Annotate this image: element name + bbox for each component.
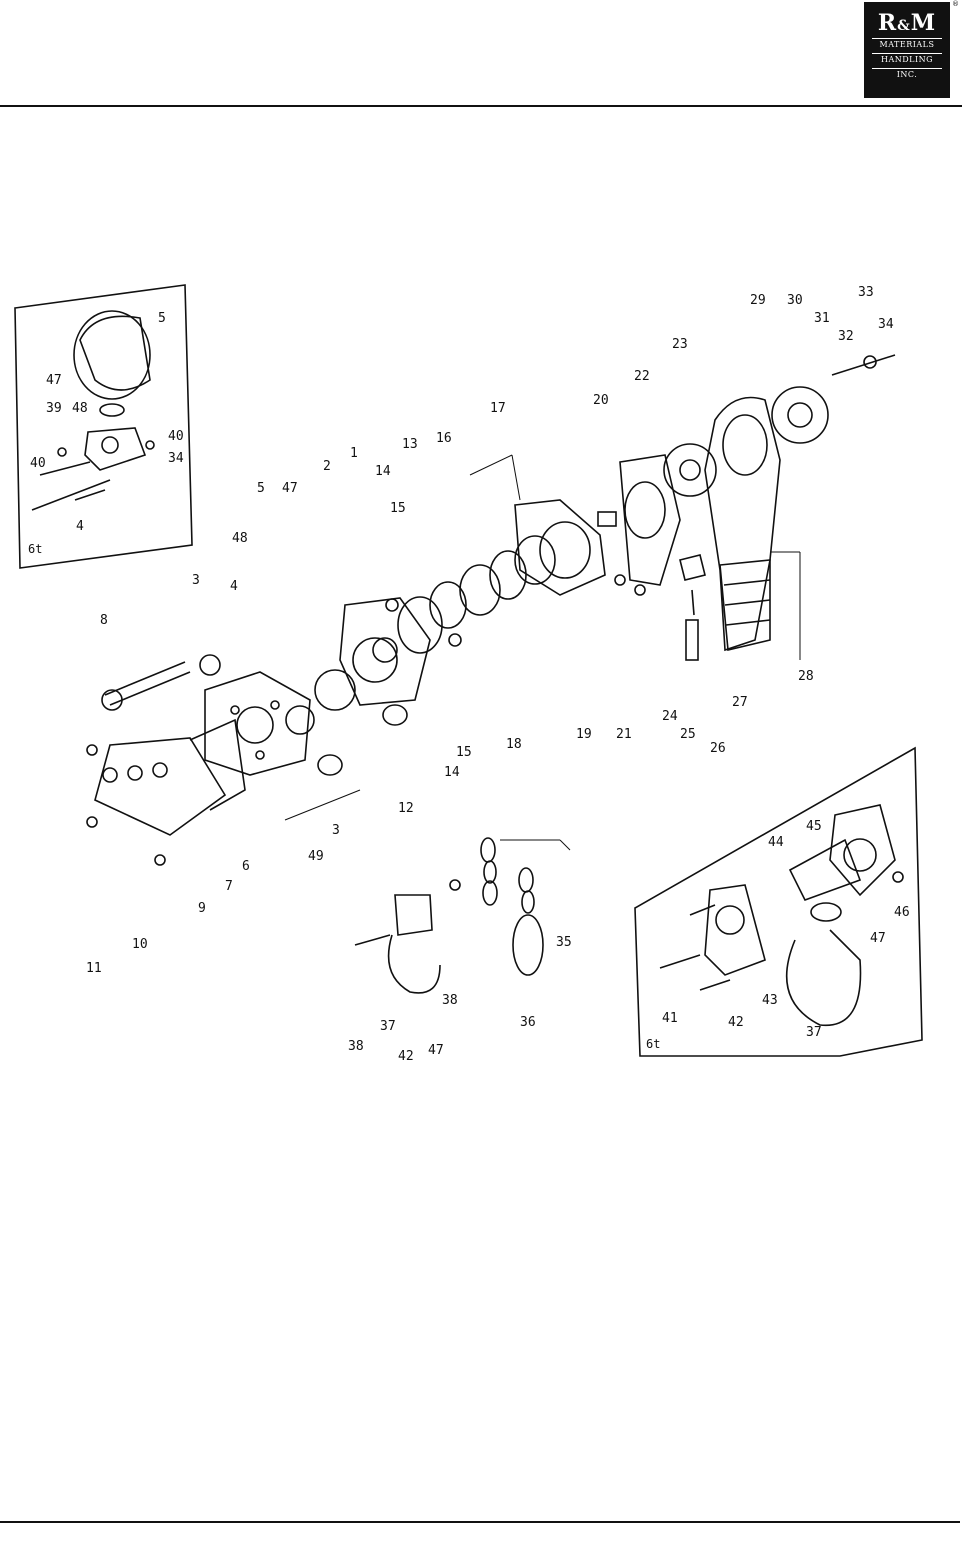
label-part-41: 41 <box>662 1011 678 1026</box>
label-part-21: 21 <box>616 727 632 742</box>
inset-label-6t: 6t <box>28 542 42 556</box>
bottom-hook-assembly <box>354 879 461 994</box>
label-part-42: 42 <box>728 1015 744 1030</box>
label-part-34: 34 <box>168 451 184 466</box>
label-part-49: 49 <box>308 849 324 864</box>
footer-rule <box>0 1521 960 1523</box>
label-part-3: 3 <box>332 823 340 838</box>
label-part-2: 2 <box>323 459 331 474</box>
label-part-7: 7 <box>225 879 233 894</box>
logo-line-inc: INC. <box>896 70 918 79</box>
label-part-4: 4 <box>76 519 84 534</box>
label-part-13: 13 <box>402 437 418 452</box>
label-part-10: 10 <box>132 937 148 952</box>
part-number-labels: 5 47 39 48 40 40 34 4 6t 5 47 48 3 4 8 2… <box>28 285 910 1064</box>
label-part-3: 3 <box>192 573 200 588</box>
label-part-28: 28 <box>798 669 814 684</box>
label-part-8: 8 <box>100 613 108 628</box>
label-part-44: 44 <box>768 835 784 850</box>
label-part-22: 22 <box>634 369 650 384</box>
label-part-12: 12 <box>398 801 414 816</box>
label-part-47: 47 <box>282 481 298 496</box>
company-logo: R&M MATERIALS HANDLING INC. <box>864 2 950 98</box>
brake-cover <box>514 499 606 596</box>
lever-handle <box>704 354 896 652</box>
header-rule <box>0 105 962 107</box>
label-part-29: 29 <box>750 293 766 308</box>
label-part-34: 34 <box>878 317 894 332</box>
label-part-14: 14 <box>375 464 391 479</box>
label-part-37: 37 <box>806 1025 822 1040</box>
label-part-45: 45 <box>806 819 822 834</box>
label-part-40: 40 <box>168 429 184 444</box>
brake-disc-stack <box>385 535 556 654</box>
label-part-47: 47 <box>46 373 62 388</box>
logo-line-materials: MATERIALS <box>879 40 935 49</box>
label-part-19: 19 <box>576 727 592 742</box>
label-part-47: 47 <box>870 931 886 946</box>
label-part-26: 26 <box>710 741 726 756</box>
label-part-36: 36 <box>520 1015 536 1030</box>
label-part-30: 30 <box>787 293 803 308</box>
label-part-32: 32 <box>838 329 854 344</box>
logo-line-handling: HANDLING <box>880 55 934 64</box>
ratchet-assembly <box>597 443 717 661</box>
label-part-5: 5 <box>158 311 166 326</box>
label-part-6: 6 <box>242 859 250 874</box>
label-part-46: 46 <box>894 905 910 920</box>
label-part-17: 17 <box>490 401 506 416</box>
label-part-15: 15 <box>390 501 406 516</box>
label-part-18: 18 <box>506 737 522 752</box>
label-part-16: 16 <box>436 431 452 446</box>
label-part-14: 14 <box>444 765 460 780</box>
label-part-38: 38 <box>442 993 458 1008</box>
label-part-23: 23 <box>672 337 688 352</box>
load-chain <box>480 837 544 976</box>
label-part-48: 48 <box>232 531 248 546</box>
label-part-24: 24 <box>662 709 678 724</box>
label-part-35: 35 <box>556 935 572 950</box>
label-part-33: 33 <box>858 285 874 300</box>
label-part-25: 25 <box>680 727 696 742</box>
label-part-48: 48 <box>72 401 88 416</box>
label-part-1: 1 <box>350 446 358 461</box>
label-part-31: 31 <box>814 311 830 326</box>
label-part-4: 4 <box>230 579 238 594</box>
label-part-47: 47 <box>428 1043 444 1058</box>
label-part-9: 9 <box>198 901 206 916</box>
inset-frame-top-left <box>14 284 193 569</box>
label-part-40: 40 <box>30 456 46 471</box>
label-part-38: 38 <box>348 1039 364 1054</box>
inset-bottom-hook-assembly <box>659 804 904 1027</box>
inset-frame-bottom-right <box>634 746 923 1057</box>
label-part-5: 5 <box>257 481 265 496</box>
label-part-27: 27 <box>732 695 748 710</box>
inset-label-6t: 6t <box>646 1037 660 1051</box>
label-part-43: 43 <box>762 993 778 1008</box>
label-part-11: 11 <box>86 961 102 976</box>
main-housing-side-plate <box>86 718 246 866</box>
gear-plate-assembly <box>199 597 431 776</box>
exploded-parts-diagram: 5 47 39 48 40 40 34 4 6t 5 47 48 3 4 8 2… <box>14 284 923 1064</box>
label-part-42: 42 <box>398 1049 414 1064</box>
logo-wordmark: R&M <box>877 10 937 36</box>
registered-mark: ® <box>952 0 959 8</box>
pinion-shaft <box>101 661 191 711</box>
label-part-37: 37 <box>380 1019 396 1034</box>
label-part-15: 15 <box>456 745 472 760</box>
label-part-39: 39 <box>46 401 62 416</box>
inset-hook-assembly <box>31 310 155 511</box>
label-part-20: 20 <box>593 393 609 408</box>
